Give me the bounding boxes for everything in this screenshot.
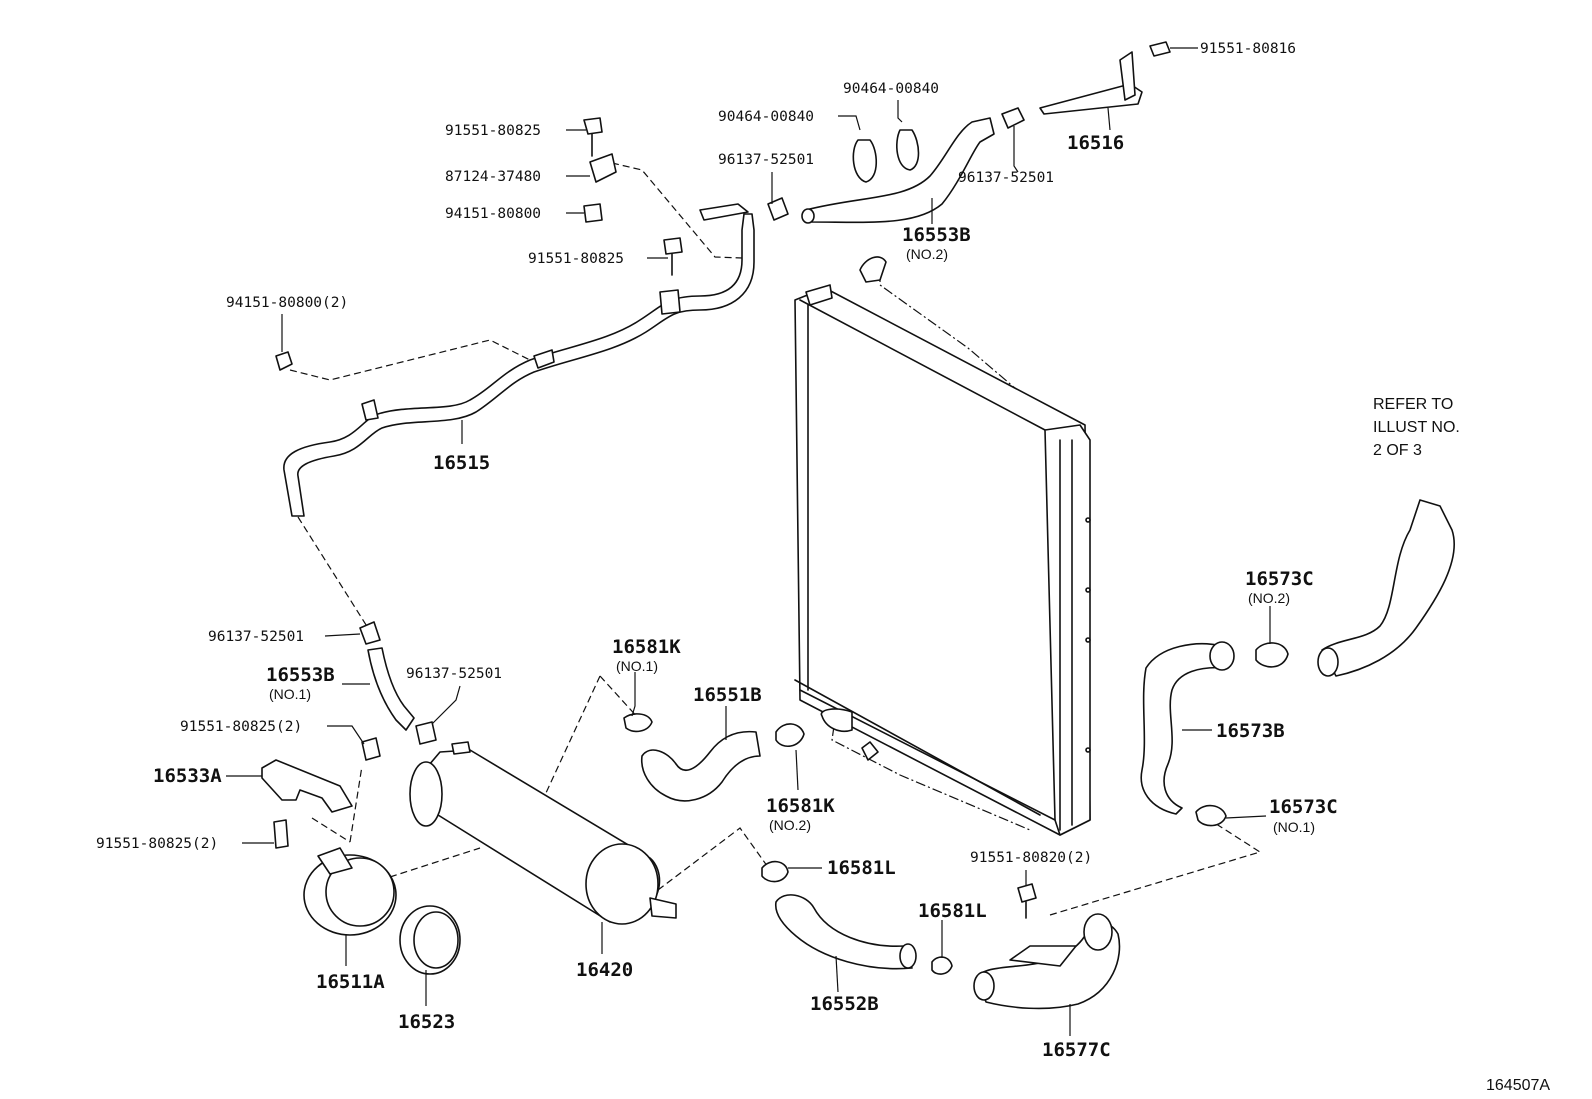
hose-16552b <box>761 860 953 975</box>
label-16553b-no1: 16553B <box>266 664 335 686</box>
label-91551-80825-2a: 91551-80825(2) <box>180 719 302 735</box>
note-illust-no: ILLUST NO. <box>1373 419 1460 436</box>
cooler-16420 <box>409 741 677 925</box>
leader-lines <box>226 47 1271 1036</box>
label-91551-80816: 91551-80816 <box>1200 41 1296 57</box>
label-90464-00840-top: 90464-00840 <box>843 81 939 97</box>
label-16581k-no2: 16581K <box>766 795 835 817</box>
label-16420: 16420 <box>576 959 633 981</box>
band-16523 <box>399 905 461 975</box>
radiator <box>794 256 1091 836</box>
label-16573c-no1-sub: (NO.1) <box>1273 819 1315 835</box>
label-96137-52501-a: 96137-52501 <box>718 152 814 168</box>
label-91551-80820-2: 91551-80820(2) <box>970 850 1092 866</box>
hose-refer-2of3 <box>1317 499 1455 677</box>
label-16511a: 16511A <box>316 971 385 993</box>
hose-16553b-no1 <box>359 621 437 745</box>
label-96137-52501-c: 96137-52501 <box>208 629 304 645</box>
label-16581l-b: 16581L <box>918 900 987 922</box>
label-91551-80825-2b: 91551-80825(2) <box>96 836 218 852</box>
hose-16553b-no2 <box>767 107 1025 224</box>
label-16552b: 16552B <box>810 993 879 1015</box>
label-96137-52501-d: 96137-52501 <box>406 666 502 682</box>
label-16553b-no2: 16553B <box>902 224 971 246</box>
label-16533a: 16533A <box>153 765 222 787</box>
part-labels: 91551-80816 90464-00840 90464-00840 9155… <box>96 41 1550 1094</box>
hose-16551b <box>623 713 805 802</box>
label-96137-52501-b: 96137-52501 <box>958 170 1054 186</box>
label-16573c-no2: 16573C <box>1245 568 1314 590</box>
pipe-16515 <box>283 203 755 517</box>
label-16553b-no2-sub: (NO.2) <box>906 246 948 262</box>
label-16573b: 16573B <box>1216 720 1285 742</box>
label-16551b: 16551B <box>693 684 762 706</box>
pipe-16577c <box>973 883 1121 1010</box>
illustration-index: 164507A <box>1486 1077 1550 1094</box>
label-94151-80800: 94151-80800 <box>445 206 541 222</box>
note-2-of-3: 2 OF 3 <box>1373 442 1422 459</box>
band-16511a <box>303 847 397 936</box>
label-16581k-no1-sub: (NO.1) <box>616 658 658 674</box>
label-16573c-no1: 16573C <box>1269 796 1338 818</box>
label-16515: 16515 <box>433 452 490 474</box>
label-16581k-no2-sub: (NO.2) <box>769 817 811 833</box>
label-16516: 16516 <box>1067 132 1124 154</box>
label-91551-80825-top: 91551-80825 <box>445 123 541 139</box>
label-16573c-no2-sub: (NO.2) <box>1248 590 1290 606</box>
label-16581l-a: 16581L <box>827 857 896 879</box>
label-16553b-no1-sub: (NO.1) <box>269 686 311 702</box>
label-87124-37480: 87124-37480 <box>445 169 541 185</box>
label-16581k-no1: 16581K <box>612 636 681 658</box>
label-90464-00840-left: 90464-00840 <box>718 109 814 125</box>
note-refer-to: REFER TO <box>1373 396 1453 413</box>
bracket-16533a <box>261 737 381 849</box>
hose-16573b <box>1140 641 1289 827</box>
pipe-16516 <box>1039 41 1171 115</box>
label-91551-80825-mid: 91551-80825 <box>528 251 624 267</box>
label-16523: 16523 <box>398 1011 455 1033</box>
fasteners-top <box>275 117 683 371</box>
label-94151-80800-2: 94151-80800(2) <box>226 295 348 311</box>
label-16577c: 16577C <box>1042 1039 1111 1061</box>
